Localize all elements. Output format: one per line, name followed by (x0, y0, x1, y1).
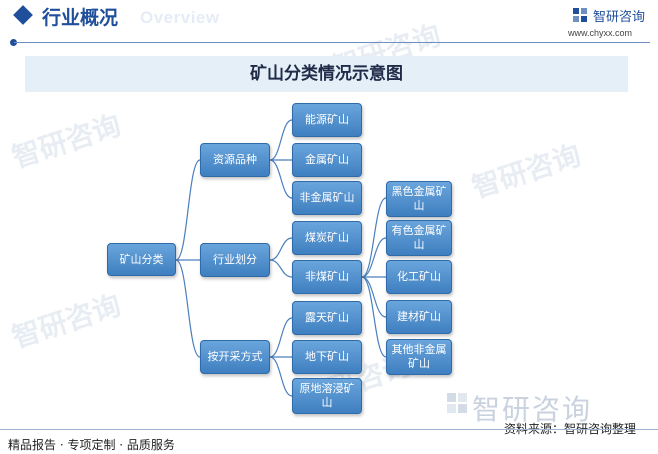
node-branch-resource-type: 资源品种 (200, 143, 270, 177)
node-nonmetal-mine: 非金属矿山 (292, 181, 362, 215)
connector-root-branch1 (175, 159, 201, 261)
connector-b2-c2 (269, 259, 293, 278)
node-branch-industry: 行业划分 (200, 243, 270, 277)
footer-tagline: 精品报告 · 专项定制 · 品质服务 (8, 438, 175, 452)
node-underground-mine: 地下矿山 (292, 340, 362, 374)
connector-b1-c3 (269, 159, 293, 199)
connector-b2-c1 (269, 237, 293, 261)
node-chemical-mine: 化工矿山 (386, 260, 452, 294)
diagram-title: 矿山分类情况示意图 (250, 64, 403, 84)
watermark-logo-icon (447, 393, 467, 413)
node-nonferrous-metal-mine: 有色金属矿山 (386, 220, 452, 256)
diagram-title-band: 矿山分类情况示意图 (25, 56, 628, 92)
logo-url: www.chyxx.com (568, 28, 633, 38)
node-other-nonmetal-mine: 其他非金属矿山 (386, 339, 452, 375)
connector-sub-c2 (361, 237, 387, 278)
page-header: 行业概况 Overview 智研咨询 www.chyxx.com (0, 0, 658, 46)
node-metal-mine: 金属矿山 (292, 143, 362, 177)
logo-mark-icon (573, 8, 587, 22)
header-divider (14, 42, 650, 43)
connector-sub-c1 (361, 197, 387, 278)
node-ferrous-metal-mine: 黑色金属矿山 (386, 181, 452, 217)
node-coal-mine: 煤炭矿山 (292, 221, 362, 255)
node-in-situ-leaching-mine: 原地溶浸矿山 (292, 378, 362, 414)
header-line-dot (10, 39, 17, 46)
logo-name: 智研咨询 (593, 10, 646, 25)
node-non-coal-mine: 非煤矿山 (292, 260, 362, 294)
node-energy-mine: 能源矿山 (292, 103, 362, 137)
node-root: 矿山分类 (107, 243, 176, 276)
footer-divider (0, 429, 658, 430)
node-open-pit-mine: 露天矿山 (292, 301, 362, 335)
connector-sub-c4 (361, 276, 387, 318)
connector-b1-c1 (269, 119, 293, 161)
watermark-logo-text: 智研咨询 (472, 393, 593, 426)
section-title: 行业概况 (42, 7, 119, 29)
connector-b3-c1 (269, 317, 293, 358)
section-title-en: Overview (140, 8, 220, 27)
node-branch-mining-method: 按开采方式 (200, 340, 270, 374)
node-building-material-mine: 建材矿山 (386, 300, 452, 334)
connector-b3-c3 (269, 356, 293, 397)
brand-logo: 智研咨询 www.chyxx.com (568, 5, 652, 45)
connector-sub-c5 (361, 276, 387, 358)
connector-root-branch3 (175, 259, 201, 358)
